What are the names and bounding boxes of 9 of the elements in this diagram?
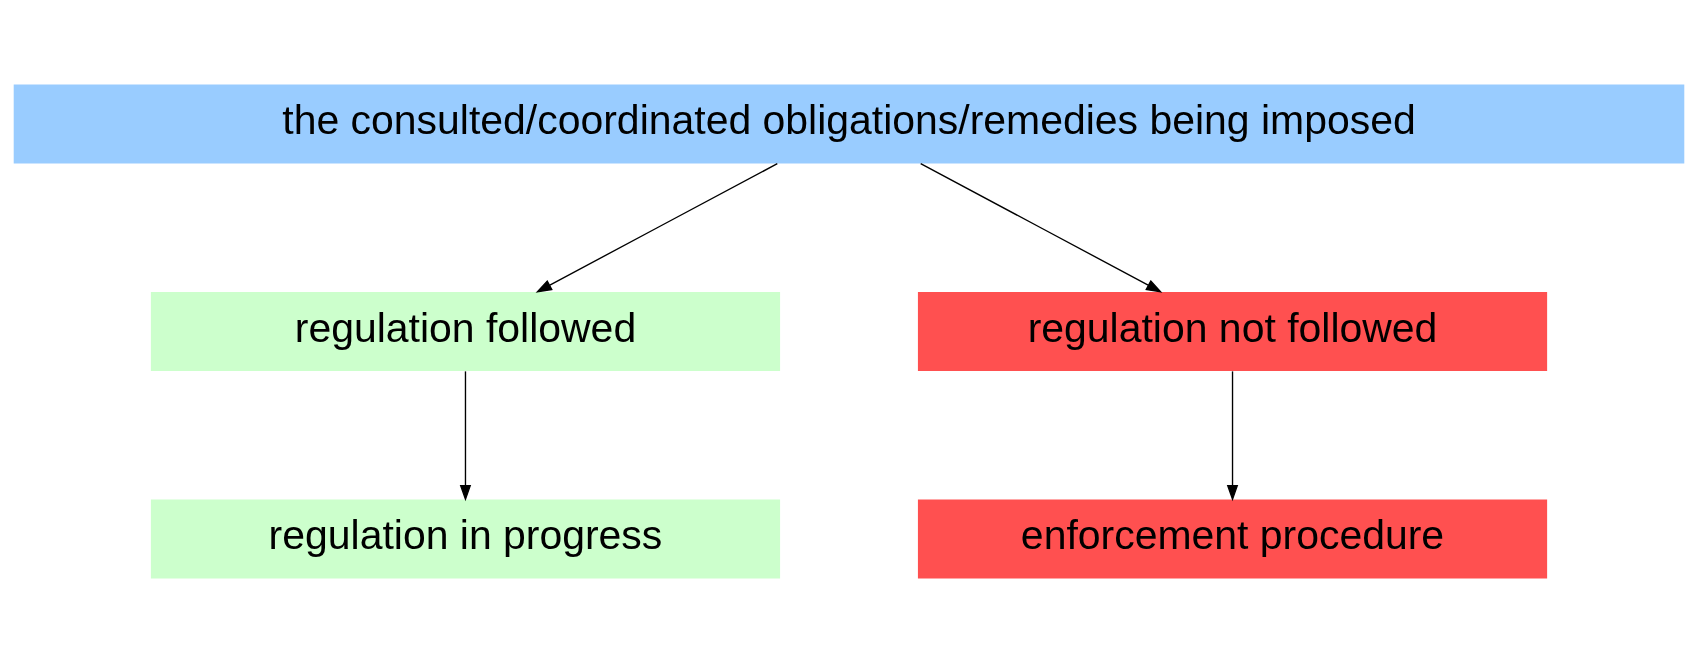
node-box: regulation in progress: [150, 498, 781, 579]
arrow: [535, 162, 778, 293]
arrow: [1226, 370, 1239, 501]
arrow: [920, 162, 1163, 293]
node-box: regulation not followed: [917, 291, 1548, 371]
node-box: enforcement procedure: [917, 498, 1548, 579]
node-box: the consulted/coordinated obligations/remedies being imposed: [13, 83, 1685, 164]
arrow: [459, 370, 472, 501]
node-box: regulation followed: [150, 291, 781, 371]
